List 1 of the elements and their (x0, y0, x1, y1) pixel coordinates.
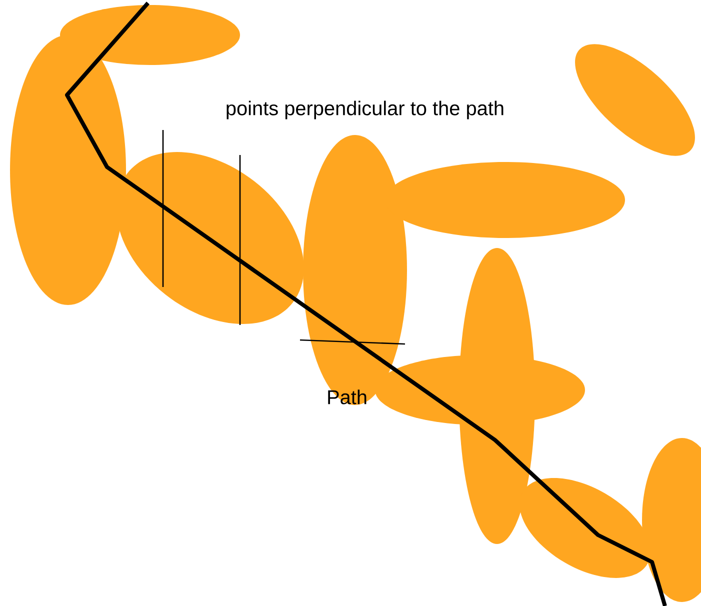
text-label: points perpendicular to the path (226, 100, 504, 120)
